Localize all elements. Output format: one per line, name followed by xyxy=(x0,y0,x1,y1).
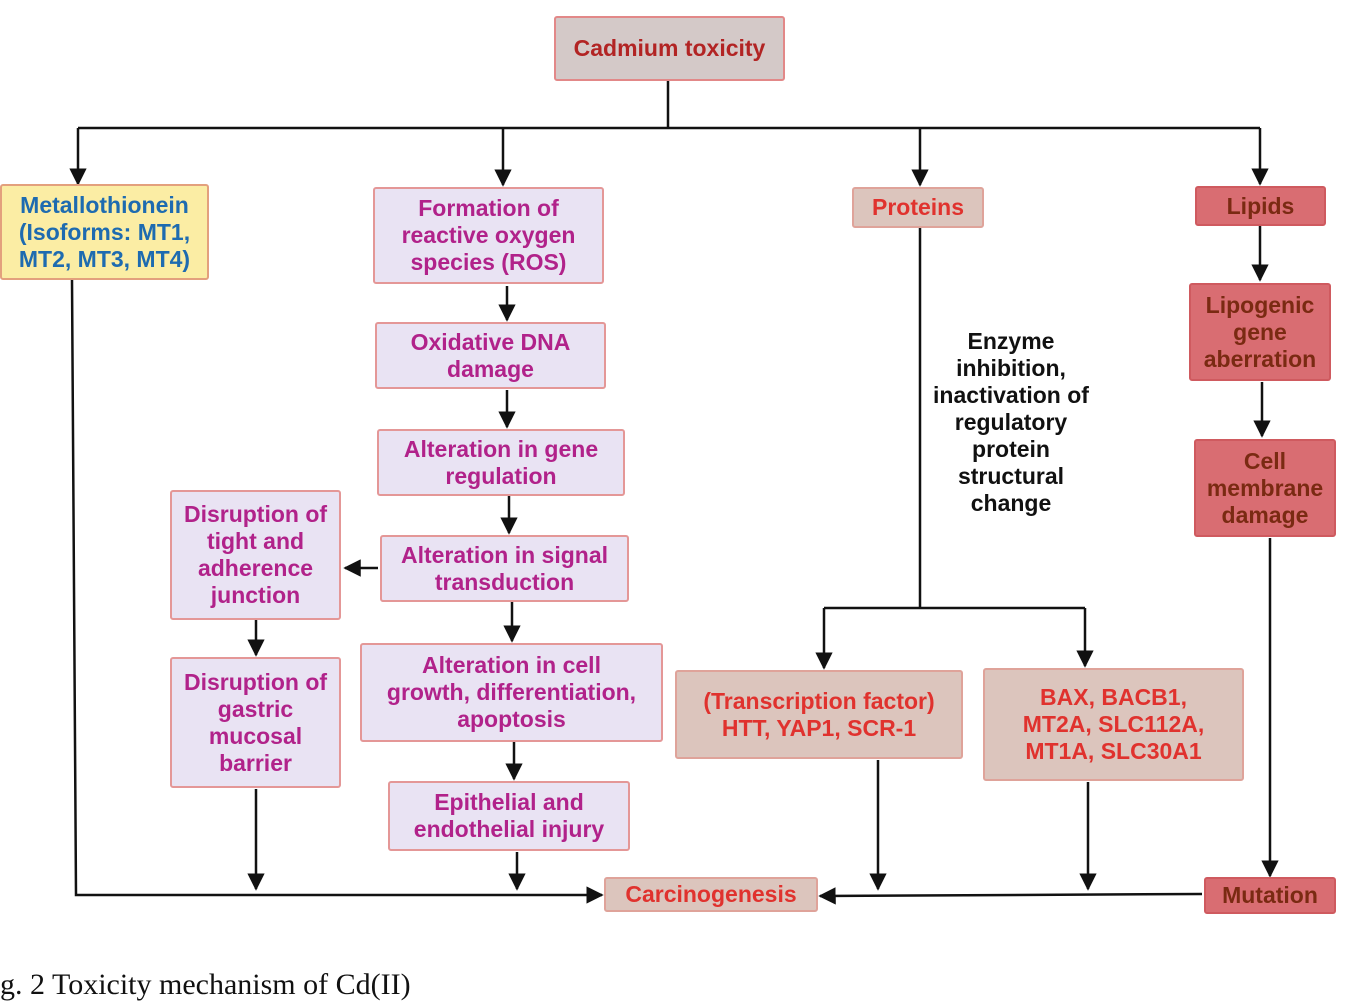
mutation-node: Mutation xyxy=(1204,877,1336,914)
oxidative-dna-damage-node: Oxidative DNA damage xyxy=(375,322,606,389)
cadmium-toxicity-node: Cadmium toxicity xyxy=(554,16,785,81)
figure-caption: g. 2 Toxicity mechanism of Cd(II) xyxy=(0,968,411,1001)
transcription-factor-node: (Transcription factor) HTT, YAP1, SCR-1 xyxy=(675,670,963,759)
proteins-node: Proteins xyxy=(852,187,984,228)
bax-genes-node: BAX, BACB1, MT2A, SLC112A, MT1A, SLC30A1 xyxy=(983,668,1244,781)
enzyme-inhibition-label: Enzyme inhibition, inactivation of regul… xyxy=(933,328,1089,516)
gastric-barrier-node: Disruption of gastric mucosal barrier xyxy=(170,657,341,788)
edge-mutation-carcinogenesis xyxy=(818,887,1203,905)
lipids-node: Lipids xyxy=(1195,186,1326,226)
cell-growth-node: Alteration in cell growth, differentiati… xyxy=(360,643,663,742)
cell-membrane-damage-node: Cell membrane damage xyxy=(1194,439,1336,537)
lipogenic-aberration-node: Lipogenic gene aberration xyxy=(1189,283,1331,381)
edge-metallothionein-carcinogenesis xyxy=(70,279,604,904)
gene-regulation-node: Alteration in gene regulation xyxy=(377,429,625,496)
signal-transduction-node: Alteration in signal transduction xyxy=(380,535,629,602)
metallothionein-node: Metallothionein (Isoforms: MT1, MT2, MT3… xyxy=(0,184,209,280)
ros-formation-node: Formation of reactive oxygen species (RO… xyxy=(373,187,604,284)
tight-junction-node: Disruption of tight and adherence juncti… xyxy=(170,490,341,620)
carcinogenesis-node: Carcinogenesis xyxy=(604,877,818,912)
epithelial-injury-node: Epithelial and endothelial injury xyxy=(388,781,630,851)
